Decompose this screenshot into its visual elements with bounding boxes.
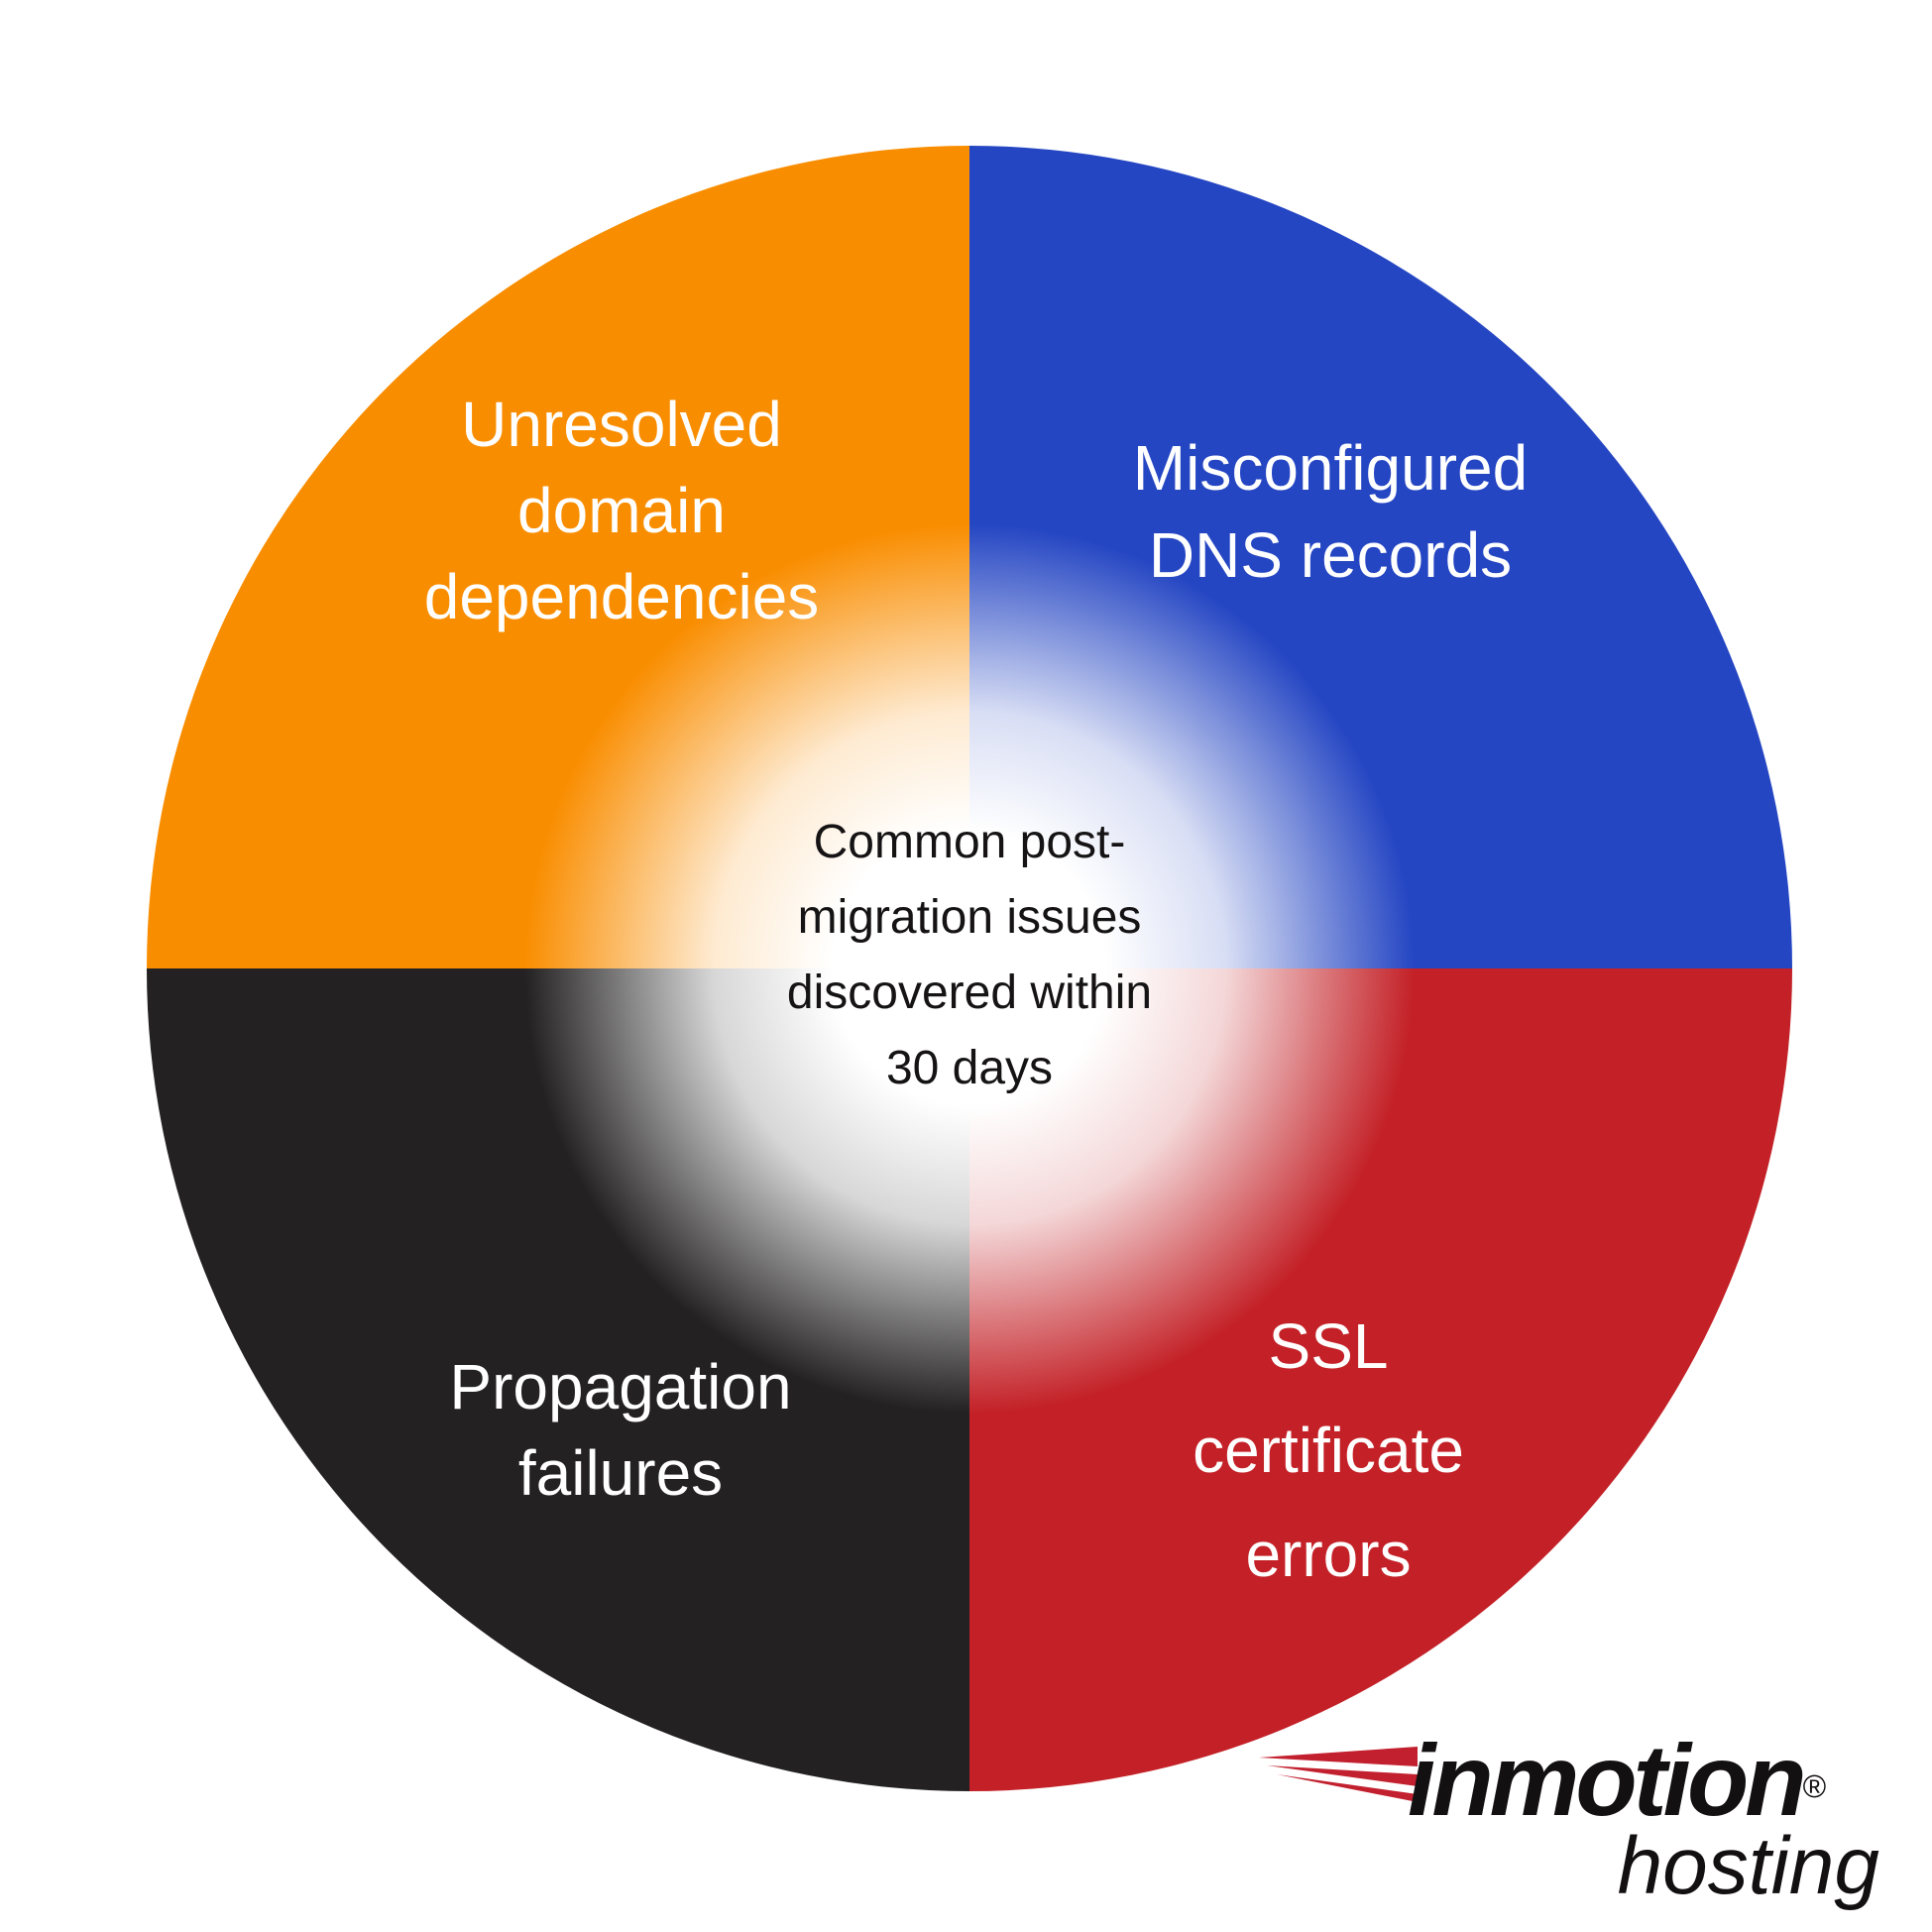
label-ssl-certificate-errors: SSL certificate errors — [1031, 1295, 1626, 1607]
logo-brand-text: inmotion — [1408, 1724, 1807, 1837]
label-line: DNS records — [1148, 519, 1513, 591]
title-line: discovered within — [786, 966, 1153, 1019]
title-line: Common post- — [813, 816, 1126, 868]
label-propagation-failures: Propagation failures — [323, 1344, 918, 1517]
label-line: errors — [1245, 1519, 1412, 1590]
speedlines-icon — [1259, 1747, 1418, 1802]
registered-mark: ® — [1802, 1768, 1827, 1804]
chart-title: Common post- migration issues discovered… — [672, 805, 1267, 1106]
title-line: migration issues — [797, 891, 1142, 944]
logo-brand: inmotion® — [1408, 1727, 1826, 1840]
label-line: failures — [517, 1437, 724, 1509]
label-unresolved-domain-dependencies: Unresolved domain dependencies — [324, 382, 919, 640]
label-line: Propagation — [449, 1351, 792, 1422]
title-line: 30 days — [885, 1042, 1054, 1094]
label-line: domain — [517, 475, 726, 546]
label-line: Misconfigured — [1132, 432, 1529, 504]
label-line: Unresolved — [461, 389, 782, 460]
label-line: dependencies — [423, 561, 820, 632]
label-line: SSL — [1268, 1310, 1389, 1382]
label-misconfigured-dns-records: Misconfigured DNS records — [1033, 424, 1628, 599]
logo-subbrand: hosting — [1617, 1821, 1879, 1911]
label-line: certificate — [1193, 1415, 1464, 1486]
inmotion-hosting-logo: inmotion® hosting — [1259, 1727, 1913, 1930]
